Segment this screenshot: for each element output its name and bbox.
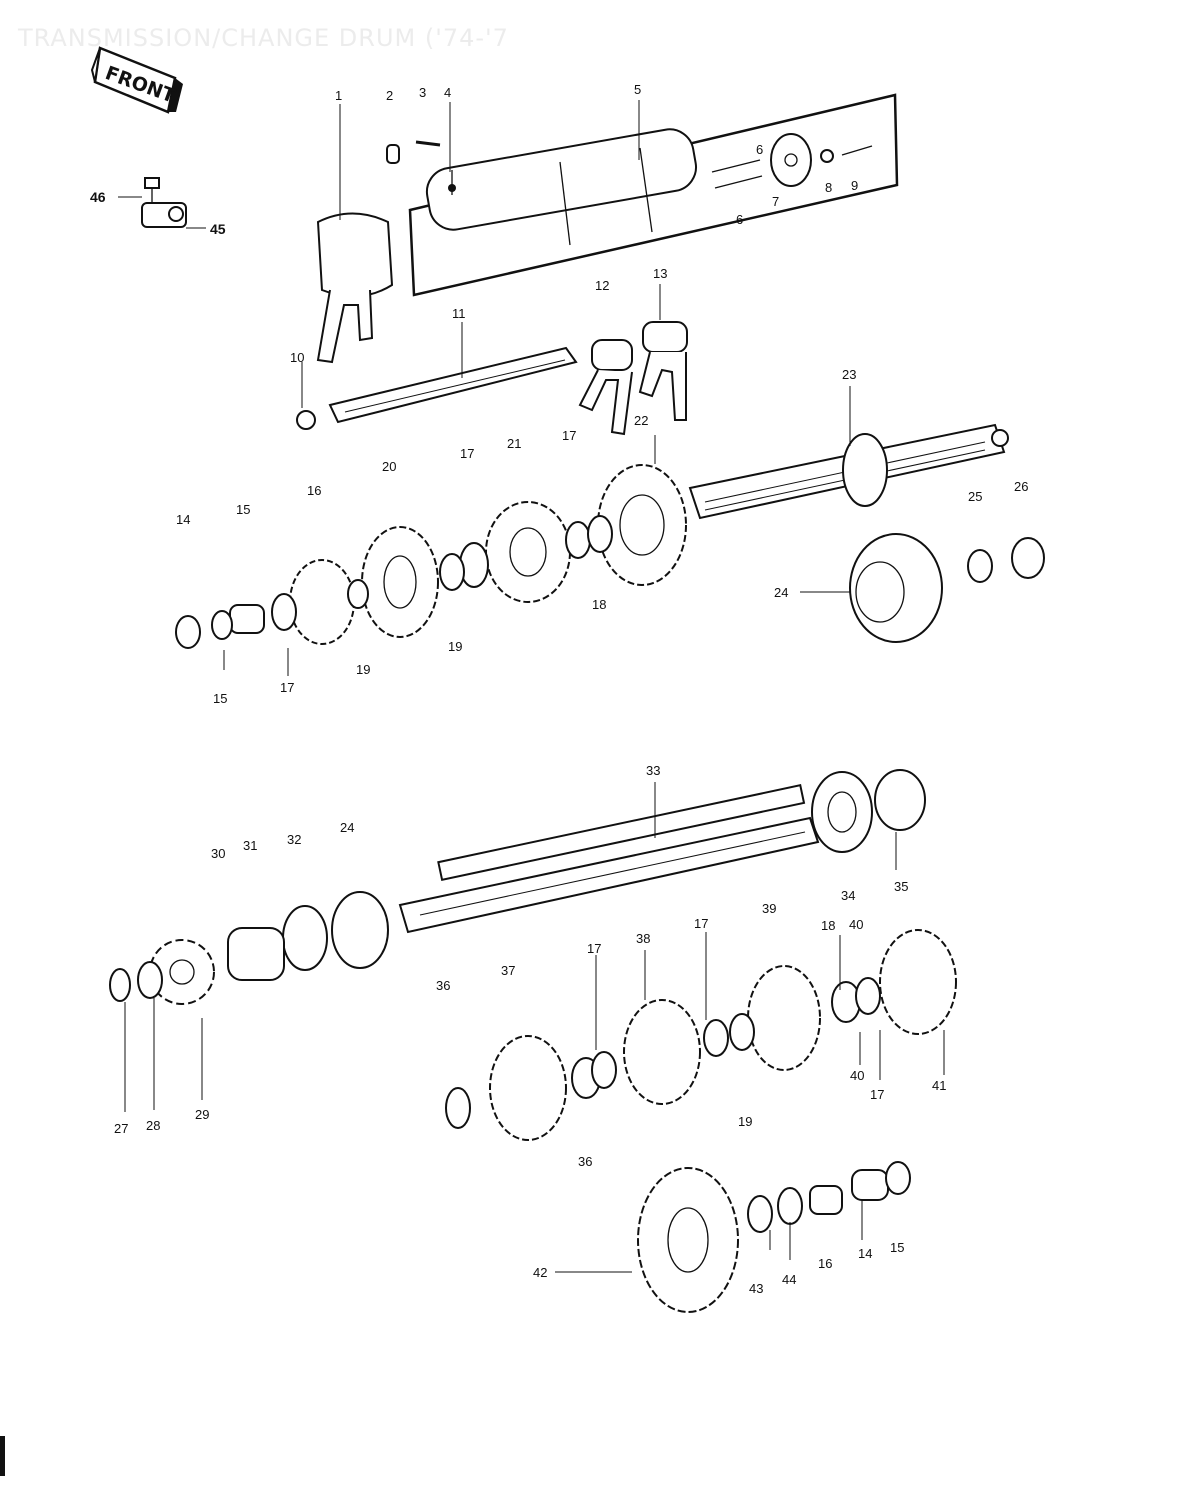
callout-1: 1: [335, 88, 342, 103]
callout-17-e: 17: [694, 916, 708, 931]
callout-10: 10: [290, 350, 304, 365]
callout-17-c: 17: [562, 428, 576, 443]
callout-16-bottom: 16: [818, 1256, 832, 1271]
callout-5: 5: [634, 82, 641, 97]
callout-11: 11: [452, 306, 466, 321]
callout-13: 13: [653, 266, 667, 281]
callout-45: 45: [210, 221, 226, 237]
page-edge-mark: [0, 1436, 5, 1476]
callout-17-f: 17: [870, 1087, 884, 1102]
callout-12: 12: [595, 278, 609, 293]
callout-14-bottom: 14: [858, 1246, 872, 1261]
callout-40-bottom: 40: [850, 1068, 864, 1083]
callout-16: 16: [307, 483, 321, 498]
small-parts-2-3-4: [386, 140, 456, 195]
callout-15-c: 15: [890, 1240, 904, 1255]
callout-39: 39: [762, 901, 776, 916]
callout-46: 46: [90, 189, 106, 205]
callout-17-b: 17: [460, 446, 474, 461]
callout-36-bottom: 36: [578, 1154, 592, 1169]
callout-labels: 1 2 3 4 5 6 6 7 8 9 10 11 12 13 14 15 15…: [90, 82, 1028, 1296]
callout-6-bottom: 6: [736, 212, 743, 227]
callout-18: 18: [592, 597, 606, 612]
callout-18-bottom: 18: [821, 918, 835, 933]
callout-15-top: 15: [236, 502, 250, 517]
callout-17-d: 17: [587, 941, 601, 956]
callout-17-a: 17: [280, 680, 294, 695]
callout-21: 21: [507, 436, 521, 451]
callout-34: 34: [841, 888, 855, 903]
callout-27: 27: [114, 1121, 128, 1136]
callout-40-top: 40: [849, 917, 863, 932]
callout-29: 29: [195, 1107, 209, 1122]
shift-rod-11: [296, 346, 578, 430]
callout-28: 28: [146, 1118, 160, 1133]
callout-25: 25: [968, 489, 982, 504]
callout-43: 43: [749, 1281, 763, 1296]
callout-41: 41: [932, 1078, 946, 1093]
callout-6-top: 6: [756, 142, 763, 157]
callout-42: 42: [533, 1265, 547, 1280]
leader-lines: [124, 100, 945, 1273]
callout-14: 14: [176, 512, 190, 527]
callout-38: 38: [636, 931, 650, 946]
callout-35: 35: [894, 879, 908, 894]
callout-24-bottom: 24: [340, 820, 354, 835]
callout-32: 32: [287, 832, 301, 847]
callout-15-bottom: 15: [213, 691, 227, 706]
callout-7: 7: [772, 194, 779, 209]
input-shaft-assembly: [175, 423, 1045, 649]
front-arrow-icon: FRONT: [90, 46, 183, 114]
shift-fork-1: [316, 212, 394, 364]
callout-44: 44: [782, 1272, 796, 1287]
callout-23: 23: [842, 367, 856, 382]
callout-36: 36: [436, 978, 450, 993]
shift-forks-12-13: [578, 321, 688, 436]
callout-30: 30: [211, 846, 225, 861]
callout-26: 26: [1014, 479, 1028, 494]
callout-8: 8: [825, 180, 832, 195]
callout-33: 33: [646, 763, 660, 778]
callout-9: 9: [851, 178, 858, 193]
callout-22: 22: [634, 413, 648, 428]
callout-20: 20: [382, 459, 396, 474]
output-shaft-assembly: [109, 769, 957, 1313]
part-45-46-assembly: [118, 177, 206, 229]
callout-19-c: 19: [738, 1114, 752, 1129]
callout-3: 3: [419, 85, 426, 100]
callout-19-b: 19: [448, 639, 462, 654]
callout-24-top: 24: [774, 585, 788, 600]
callout-37: 37: [501, 963, 515, 978]
callout-2: 2: [386, 88, 393, 103]
change-drum-panel: [408, 93, 899, 297]
callout-31: 31: [243, 838, 257, 853]
callout-19-a: 19: [356, 662, 370, 677]
callout-4: 4: [444, 85, 451, 100]
